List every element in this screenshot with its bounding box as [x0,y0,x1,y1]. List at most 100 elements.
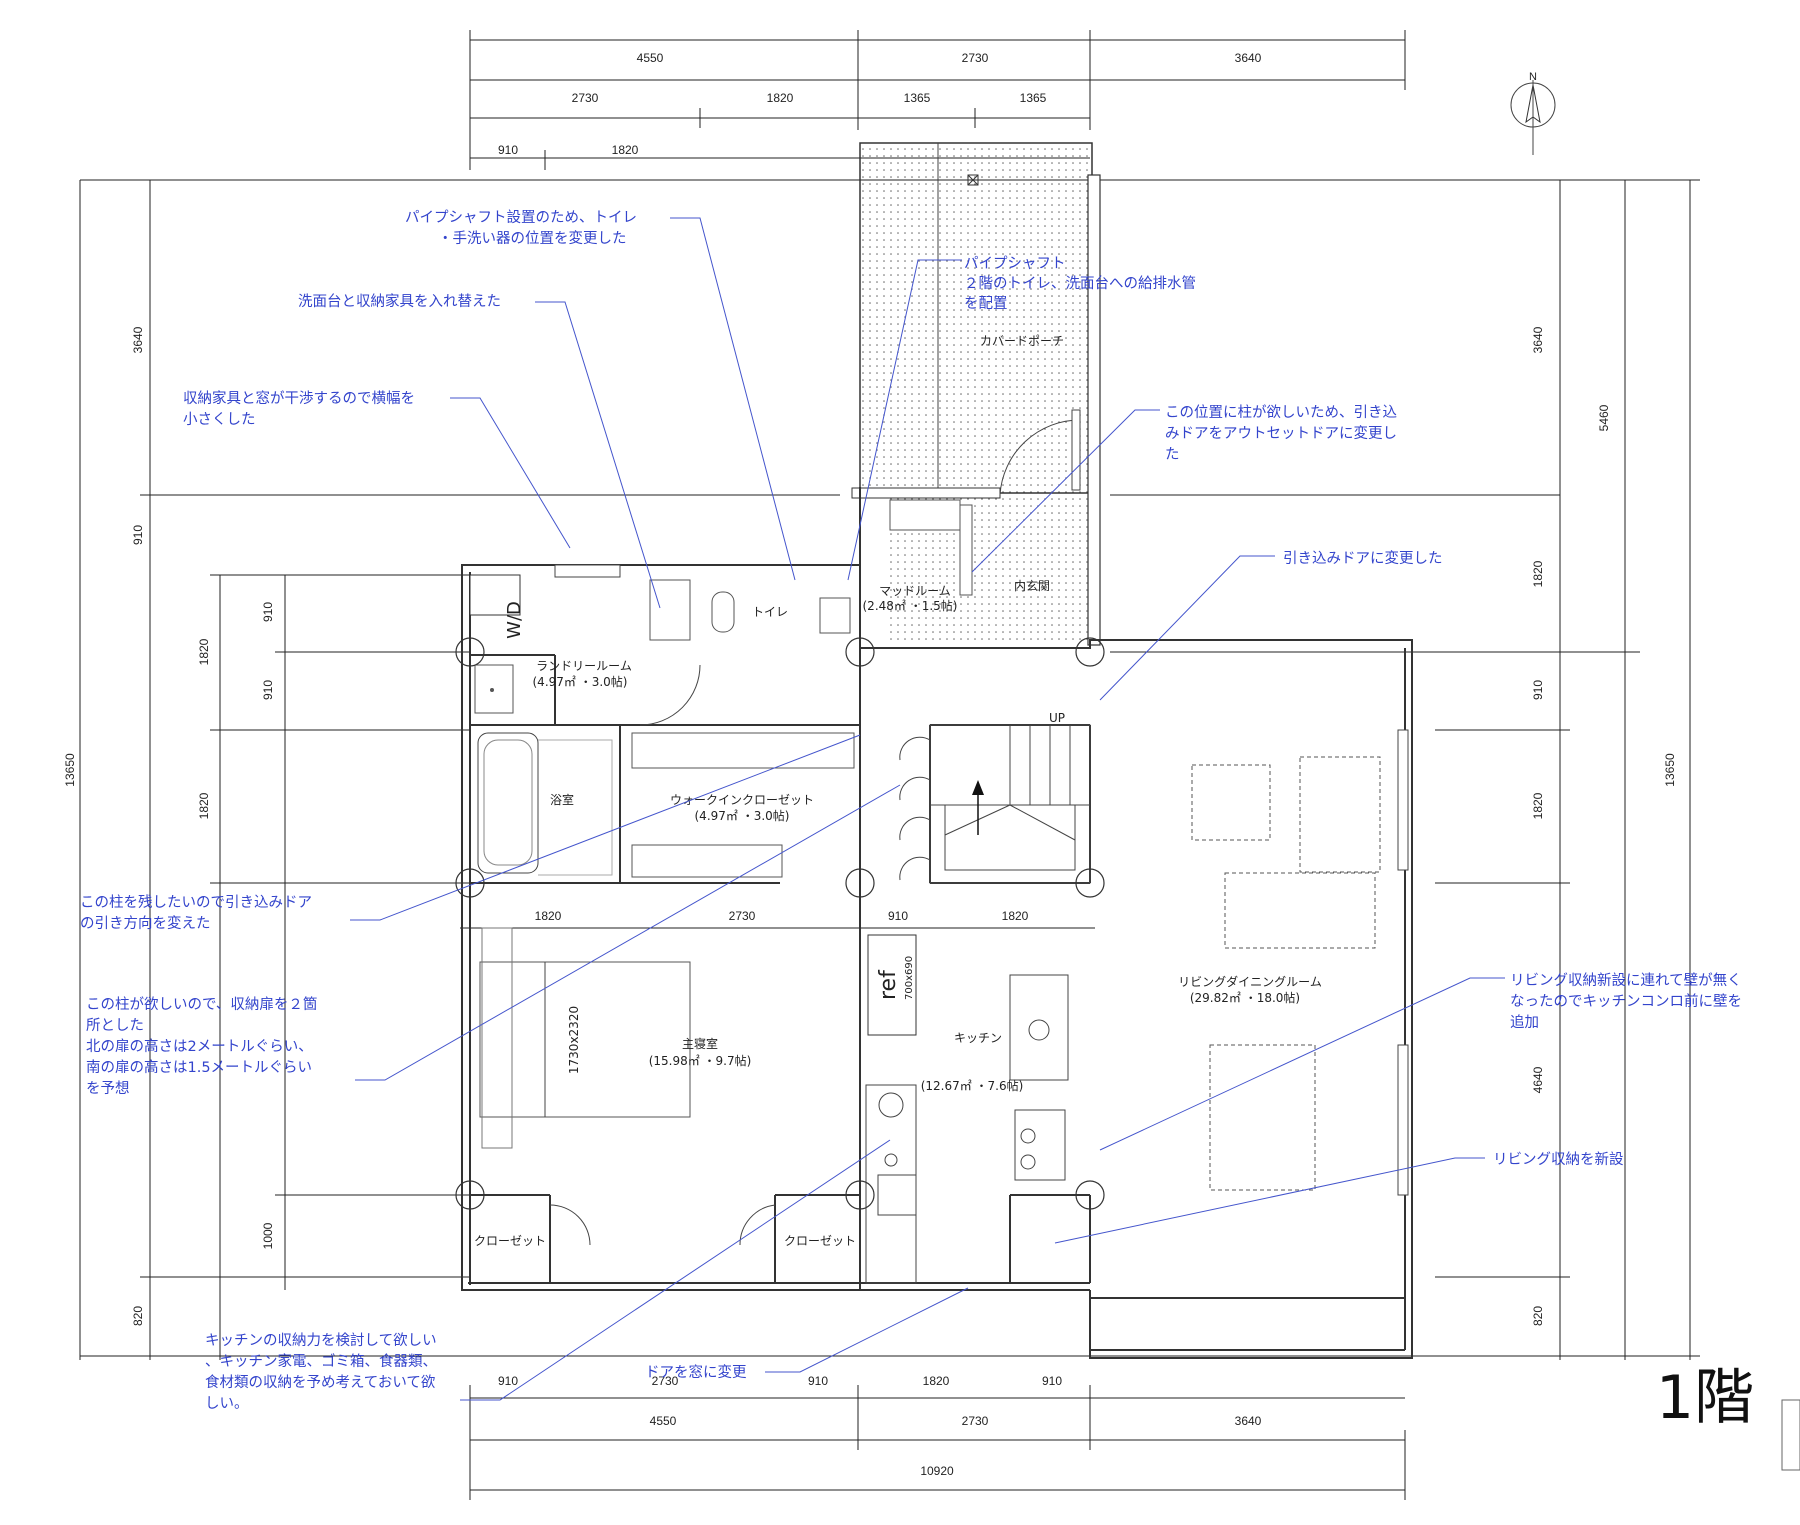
walkin-label: ウォークインクローゼット [670,793,814,807]
ldk-label: リビングダイニングルーム [1178,974,1322,989]
bathroom: 浴室 [477,732,613,876]
dim-bot-910a: 910 [498,1374,518,1388]
walkin-closet: ウォークインクローゼット (4.97㎡ ・3.0帖) [631,732,855,878]
svg-text:食材類の収納を予め考えておいて欲: 食材類の収納を予め考えておいて欲 [205,1374,435,1391]
mud-room-label: マッドルーム [879,584,951,598]
svg-text:みドアをアウトセットドアに変更し: みドアをアウトセットドアに変更し [1165,425,1397,442]
note-column-outset: この位置に柱が欲しいため、引き込 みドアをアウトセットドアに変更し た [1165,404,1397,463]
dim-top2-2730: 2730 [572,91,599,105]
laundry-area: (4.97㎡ ・3.0帖) [533,674,628,689]
dim-left-in-1820b: 1820 [197,792,211,819]
dim-top3-1820: 1820 [612,143,639,157]
dim-mid-2730: 2730 [729,909,756,923]
kitchen-area: (12.67㎡ ・7.6帖) [921,1078,1024,1093]
svg-text:ドアを窓に変更: ドアを窓に変更 [645,1363,747,1381]
dim-right-1820a: 1820 [1531,560,1545,587]
dim-top3-910: 910 [498,143,518,157]
note-door-to-window: ドアを窓に変更 [645,1363,747,1381]
kitchen: ref 700x690 キッチン (12.67㎡ ・7.6帖) [865,934,1069,1284]
kitchen-label: キッチン [954,1031,1002,1045]
toilet-label: トイレ [752,605,788,619]
top-dimensions: 4550 2730 3640 2730 1820 1365 1365 910 1… [469,30,1406,170]
compass-north-label: N [1529,71,1537,83]
dim-bot2-3640: 3640 [1235,1414,1262,1428]
svg-text:この柱が欲しいので、収納扉を２箇: この柱が欲しいので、収納扉を２箇 [86,996,317,1013]
dim-bot2-4550: 4550 [650,1414,677,1428]
svg-text:リビング収納を新設: リビング収納を新設 [1493,1151,1624,1168]
dim-right-5460: 5460 [1597,404,1611,431]
svg-text:小さくした: 小さくした [183,411,256,428]
bed-size-label: 1730x2320 [567,1006,581,1074]
closet-right-label: クローゼット [784,1234,856,1248]
mud-room-area: (2.48㎡ ・1.5帖) [863,598,958,613]
svg-text:この位置に柱が欲しいため、引き込: この位置に柱が欲しいため、引き込 [1165,404,1397,421]
inner-entry: 内玄関 マッドルーム (2.48㎡ ・1.5帖) [851,409,1090,640]
svg-text:の引き方向を変えた: の引き方向を変えた [80,915,211,932]
dim-left-in-1000: 1000 [261,1222,275,1249]
svg-text:２階のトイレ、洗面台への給排水管: ２階のトイレ、洗面台への給排水管 [964,275,1196,292]
dim-left-in-910b: 910 [261,680,275,700]
dim-left-910: 910 [131,525,145,545]
bottom-dimensions: 910 2730 910 1820 910 4550 2730 3640 109… [469,1374,1406,1500]
svg-text:なったのでキッチンコンロ前に壁を: なったのでキッチンコンロ前に壁を [1510,993,1742,1010]
dim-bot-2730: 2730 [652,1374,679,1388]
dim-left-in-820: 820 [131,1306,145,1326]
dim-right-910: 910 [1531,680,1545,700]
dim-left-in-910a: 910 [261,602,275,622]
dim-bot-total: 10920 [920,1464,954,1478]
dim-top2-1365b: 1365 [1020,91,1047,105]
living-dining: リビングダイニングルーム (29.82㎡ ・18.0帖) [1178,729,1409,1196]
dim-right-13650: 13650 [1663,753,1677,787]
svg-text:た: た [1165,446,1180,463]
note-closet-doors: この柱が欲しいので、収納扉を２箇 所とした 北の扉の高さは2メートルぐらい、 南… [86,996,317,1097]
note-keep-column: この柱を残したいので引き込みドア の引き方向を変えた [80,894,312,932]
service-block: W/D トイレ ランドリールーム (4.97㎡ ・3.0帖) [469,564,851,726]
dim-left-13650: 13650 [63,753,77,787]
floor-title: 1階 [1656,1363,1754,1433]
dim-mid-1820b: 1820 [1002,909,1029,923]
master-label: 主寝室 [682,1036,718,1051]
note-pipe-shaft: パイプシャフト ２階のトイレ、洗面台への給排水管 を配置 [964,255,1196,312]
left-dimensions: 3640 910 13650 910 1820 910 1820 1000 82… [63,179,1700,1360]
svg-text:南の扉の高さは1.5メートルぐらい: 南の扉の高さは1.5メートルぐらい [86,1059,312,1076]
ldk-area: (29.82㎡ ・18.0帖) [1190,990,1300,1005]
closet-left-label: クローゼット [474,1234,546,1248]
dim-right-4640: 4640 [1531,1066,1545,1093]
dim-left-in-1820a: 1820 [197,638,211,665]
laundry-label: ランドリールーム [536,659,632,673]
stair-up-label: UP [1049,711,1065,725]
dim-mid-1820a: 1820 [535,909,562,923]
svg-text:パイプシャフト: パイプシャフト [964,255,1066,272]
bath-label: 浴室 [550,792,574,807]
svg-text:洗面台と収納家具を入れ替えた: 洗面台と収納家具を入れ替えた [298,293,501,310]
dim-bot-1820: 1820 [923,1374,950,1388]
svg-text:パイプシャフト設置のため、トイレ: パイプシャフト設置のため、トイレ [405,209,637,226]
dim-bot-910c: 910 [1042,1374,1062,1388]
note-swap-washbasin: 洗面台と収納家具を入れ替えた [298,293,501,310]
columns [455,637,1105,1210]
svg-text:を配置: を配置 [964,295,1008,312]
covered-porch: カバードポーチ [859,142,1101,646]
dim-right-820: 820 [1531,1306,1545,1326]
note-pipe-shaft-move: パイプシャフト設置のため、トイレ ・手洗い器の位置を変更した [405,209,637,247]
dim-right-3640: 3640 [1531,326,1545,353]
right-dimensions: 3640 1820 910 1820 4640 820 5460 13650 [1110,179,1700,1360]
svg-text:北の扉の高さは2メートルぐらい、: 北の扉の高さは2メートルぐらい、 [86,1038,313,1055]
dim-top2-1820: 1820 [767,91,794,105]
ref-label: ref [876,969,901,1000]
svg-text:追加: 追加 [1510,1014,1539,1031]
dim-bot-910b: 910 [808,1374,828,1388]
note-storage-width: 収納家具と窓が干渉するので横幅を 小さくした [183,389,415,428]
svg-text:収納家具と窓が干渉するので横幅を: 収納家具と窓が干渉するので横幅を [183,389,415,407]
dim-right-1820b: 1820 [1531,792,1545,819]
svg-text:リビング収納新設に連れて壁が無く: リビング収納新設に連れて壁が無く [1510,972,1742,989]
dim-top-3640: 3640 [1235,51,1262,65]
dim-mid-910: 910 [888,909,908,923]
master-area: (15.98㎡ ・9.7帖) [649,1053,752,1068]
dim-left-3640: 3640 [131,326,145,353]
note-pocket-door: 引き込みドアに変更した [1283,550,1443,567]
svg-text:を予想: を予想 [86,1080,130,1097]
wd-label: W/D [504,601,525,639]
dim-bot2-2730: 2730 [962,1414,989,1428]
